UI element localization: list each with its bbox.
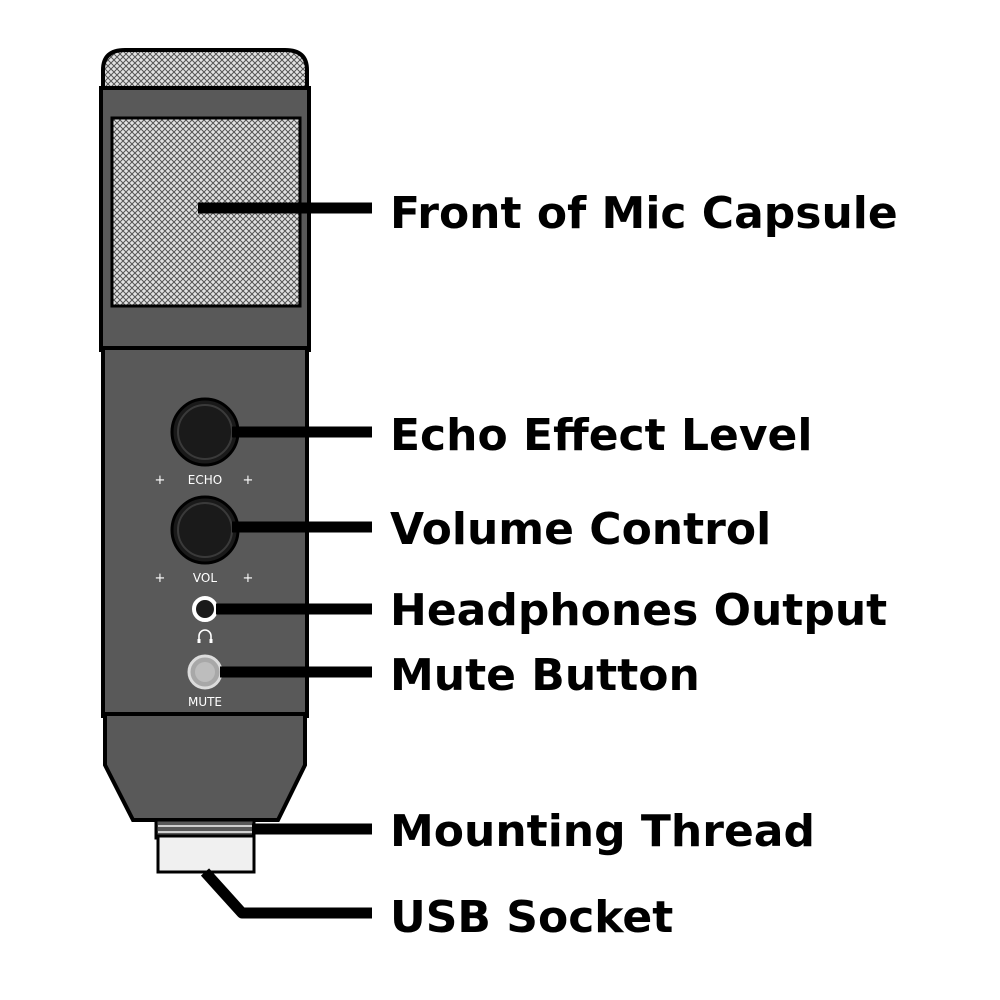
echo-plus-left: +	[155, 473, 166, 488]
leader-lines	[198, 202, 372, 919]
headphones-jack[interactable]	[192, 596, 218, 622]
vol-label: VOL	[193, 571, 217, 585]
headphones-icon	[197, 629, 213, 643]
tapered-base	[103, 712, 307, 822]
leader-usb-socket	[200, 868, 372, 919]
label-mounting-thread: Mounting Thread	[390, 806, 815, 857]
top-grille-cap	[101, 48, 309, 92]
label-volume-control: Volume Control	[390, 504, 771, 555]
label-echo-effect-level: Echo Effect Level	[390, 410, 812, 461]
vol-plus-right: +	[243, 571, 254, 586]
vol-plus-left: +	[155, 571, 166, 586]
label-mute-button: Mute Button	[390, 650, 700, 701]
echo-label: ECHO	[188, 473, 222, 487]
usb-socket-part	[156, 834, 256, 874]
label-front-of-mic-capsule: Front of Mic Capsule	[390, 188, 898, 239]
echo-knob[interactable]	[170, 397, 240, 467]
callout-labels: Front of Mic Capsule Echo Effect Level V…	[390, 188, 898, 943]
microphone: + ECHO + + VOL + MUTE	[99, 48, 311, 874]
label-headphones-output: Headphones Output	[390, 585, 887, 636]
mute-label: MUTE	[188, 695, 222, 709]
label-usb-socket: USB Socket	[390, 892, 673, 943]
echo-plus-right: +	[243, 473, 254, 488]
volume-knob[interactable]	[170, 495, 240, 565]
